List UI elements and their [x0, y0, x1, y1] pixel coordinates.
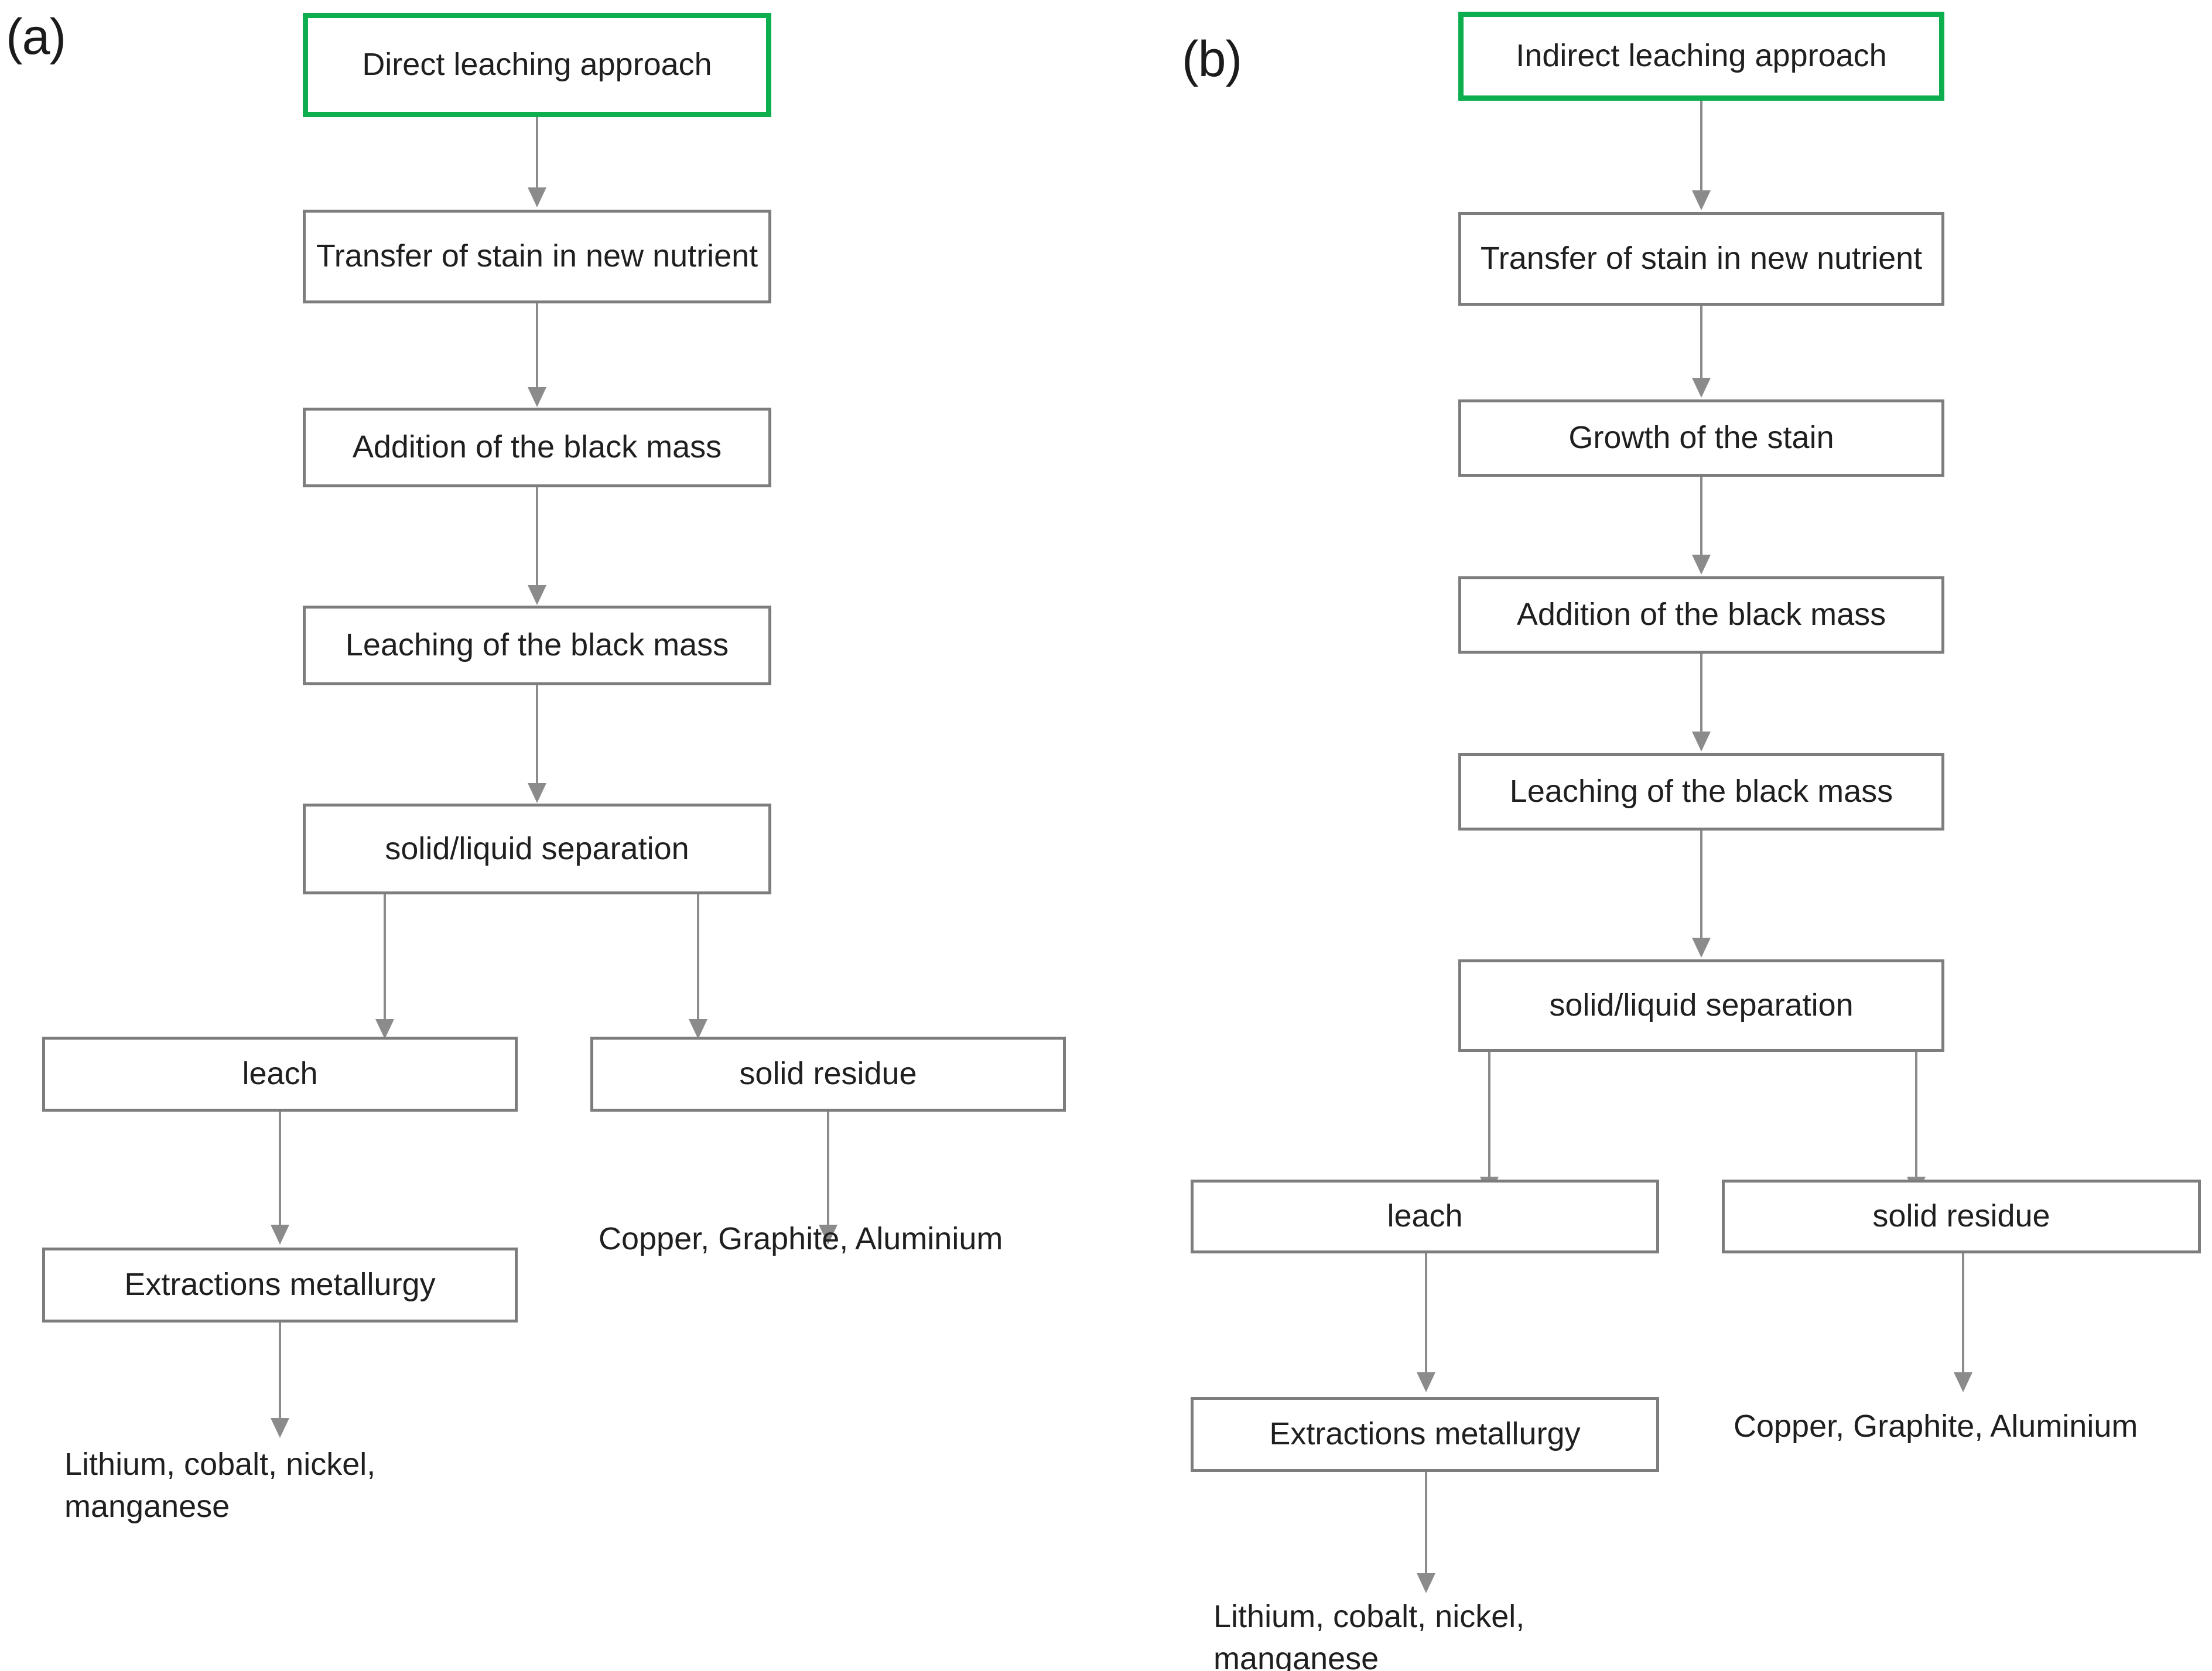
node-label: Extractions metallurgy — [124, 1267, 436, 1303]
panel-label-a: (a) — [6, 9, 66, 65]
node-label: leach — [1387, 1198, 1463, 1234]
node-transfer-of-stain-b[interactable]: Transfer of stain in new nutrient — [1458, 212, 1944, 306]
output-text-copper-graphite-aluminium-a: Copper, Graphite, Aluminium — [599, 1221, 1003, 1256]
node-solid-residue-b[interactable]: solid residue — [1722, 1180, 2201, 1253]
node-label: Addition of the black mass — [1516, 597, 1886, 633]
node-label: Leaching of the black mass — [1509, 774, 1893, 809]
node-leaching-black-mass-a[interactable]: Leaching of the black mass — [303, 606, 771, 685]
node-label: solid residue — [1872, 1198, 2050, 1234]
node-label: Growth of the stain — [1568, 420, 1834, 456]
node-label: solid/liquid separation — [1549, 987, 1854, 1023]
node-transfer-of-stain-a[interactable]: Transfer of stain in new nutrient — [303, 210, 771, 303]
node-solid-liquid-separation-a[interactable]: solid/liquid separation — [303, 804, 771, 894]
node-label: Extractions metallurgy — [1269, 1416, 1581, 1452]
node-label: Addition of the black mass — [352, 429, 722, 465]
output-text-copper-graphite-aluminium-b: Copper, Graphite, Aluminium — [1734, 1409, 2138, 1444]
node-indirect-leaching-approach[interactable]: Indirect leaching approach — [1458, 12, 1944, 101]
node-label: Direct leaching approach — [362, 47, 712, 83]
node-solid-residue-a[interactable]: solid residue — [590, 1037, 1066, 1112]
node-label: Transfer of stain in new nutrient — [316, 238, 758, 274]
node-label: leach — [242, 1056, 318, 1092]
output-text-metals-b: Lithium, cobalt, nickel, manganese — [1213, 1599, 1525, 1671]
node-label: solid/liquid separation — [385, 831, 689, 866]
node-growth-of-the-stain-b[interactable]: Growth of the stain — [1458, 399, 1944, 477]
node-leach-a[interactable]: leach — [42, 1037, 518, 1112]
node-direct-leaching-approach[interactable]: Direct leaching approach — [303, 13, 771, 117]
node-leaching-black-mass-b[interactable]: Leaching of the black mass — [1458, 753, 1944, 831]
node-leach-b[interactable]: leach — [1191, 1180, 1659, 1253]
panel-label-b: (b) — [1182, 31, 1242, 87]
node-label: Transfer of stain in new nutrient — [1480, 241, 1923, 276]
node-extractions-metallurgy-b[interactable]: Extractions metallurgy — [1191, 1397, 1659, 1472]
node-label: Leaching of the black mass — [345, 627, 729, 663]
node-extractions-metallurgy-a[interactable]: Extractions metallurgy — [42, 1248, 518, 1323]
output-text-metals-a: Lithium, cobalt, nickel, manganese — [64, 1447, 376, 1524]
node-addition-black-mass-b[interactable]: Addition of the black mass — [1458, 576, 1944, 654]
node-addition-black-mass-a[interactable]: Addition of the black mass — [303, 408, 771, 487]
node-label: solid residue — [739, 1056, 917, 1092]
node-solid-liquid-separation-b[interactable]: solid/liquid separation — [1458, 959, 1944, 1052]
node-label: Indirect leaching approach — [1516, 38, 1887, 74]
